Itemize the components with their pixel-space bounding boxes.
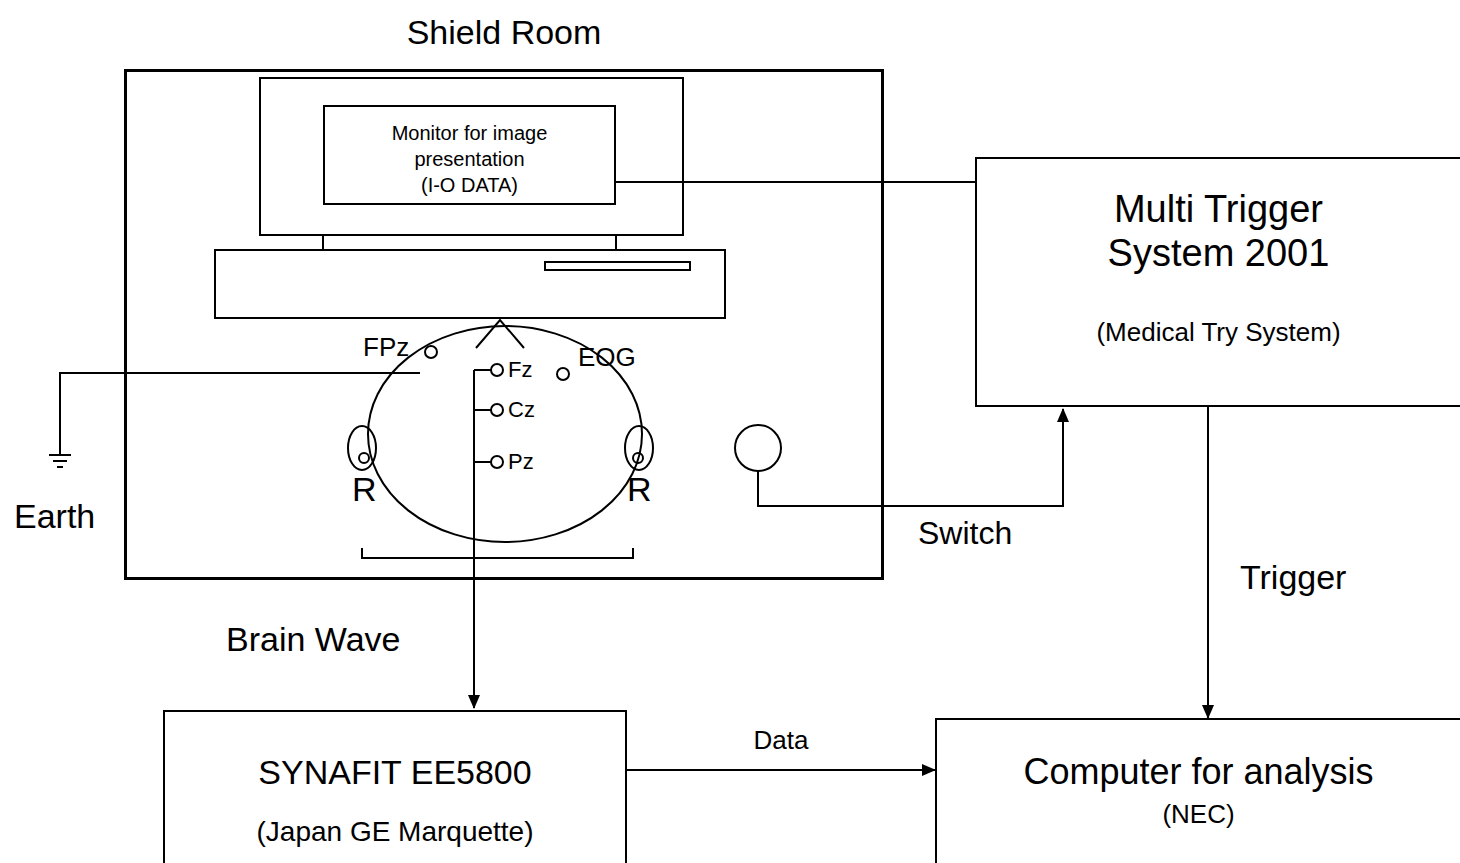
electrode bbox=[491, 456, 503, 468]
electrode bbox=[491, 404, 503, 416]
box-subtitle: (Medical Try System) bbox=[1096, 316, 1340, 348]
electrode-label: EOG bbox=[578, 343, 636, 373]
reference-bracket bbox=[362, 548, 633, 558]
earth-wire bbox=[60, 373, 420, 455]
electrode-label: FPz bbox=[363, 333, 409, 363]
switch-button bbox=[735, 425, 781, 471]
reference-label: R bbox=[627, 470, 652, 509]
monitor-housing bbox=[260, 78, 683, 235]
switch-label: Switch bbox=[918, 515, 1012, 552]
monitor-screen: Monitor for image presentation(I-O DATA) bbox=[323, 105, 616, 205]
signal-label: Brain Wave bbox=[226, 620, 400, 659]
electrode bbox=[491, 364, 503, 376]
ground-symbol bbox=[57, 466, 63, 468]
box-subtitle: (Japan GE Marquette) bbox=[256, 816, 533, 848]
edge-label: Trigger bbox=[1240, 558, 1346, 597]
ground-symbol bbox=[53, 460, 67, 462]
box-title: Computer for analysis bbox=[1023, 752, 1373, 792]
ground-symbol bbox=[49, 454, 71, 456]
electrode-label: Cz bbox=[508, 397, 535, 422]
amplifier-box: SYNAFIT EE5800 (Japan GE Marquette) bbox=[163, 710, 627, 863]
switch-wire bbox=[758, 409, 1063, 506]
box-subtitle: (NEC) bbox=[1162, 798, 1234, 830]
box-title: Monitor for image presentation bbox=[345, 120, 595, 172]
ear bbox=[348, 426, 376, 470]
earth-label: Earth bbox=[14, 497, 95, 536]
edge-label: Data bbox=[754, 726, 809, 756]
lead-wire bbox=[474, 461, 491, 463]
nose bbox=[476, 320, 524, 348]
electrode-label: Pz bbox=[508, 449, 534, 474]
trigger-box: Multi Trigger System 2001 (Medical Try Sy… bbox=[975, 157, 1460, 407]
electrode bbox=[557, 368, 569, 380]
monitor-stand bbox=[322, 235, 324, 250]
computer-base bbox=[215, 250, 725, 318]
connector bbox=[616, 181, 975, 183]
lead-wire bbox=[474, 369, 491, 371]
brain-wave-wire bbox=[473, 370, 475, 708]
monitor-stand bbox=[615, 235, 617, 250]
reference-label: R bbox=[352, 470, 377, 509]
box-subtitle: (I-O DATA) bbox=[421, 172, 518, 198]
lead-wire bbox=[474, 409, 491, 411]
monitor-cable bbox=[683, 181, 975, 183]
box-title: Multi Trigger System 2001 bbox=[1054, 187, 1384, 275]
electrode bbox=[425, 346, 437, 358]
electrode-label: Fz bbox=[508, 357, 532, 382]
connector bbox=[627, 769, 935, 771]
disk-slot bbox=[545, 262, 690, 270]
connector bbox=[1207, 407, 1209, 718]
reference-electrode bbox=[359, 453, 369, 463]
analysis-box: Computer for analysis (NEC) bbox=[935, 718, 1460, 863]
box-title: SYNAFIT EE5800 bbox=[258, 752, 531, 792]
ear bbox=[625, 426, 653, 470]
reference-electrode bbox=[633, 453, 643, 463]
room-title: Shield Room bbox=[127, 12, 881, 52]
shield-room: Shield RoomMonitor for image presentatio… bbox=[124, 69, 884, 580]
